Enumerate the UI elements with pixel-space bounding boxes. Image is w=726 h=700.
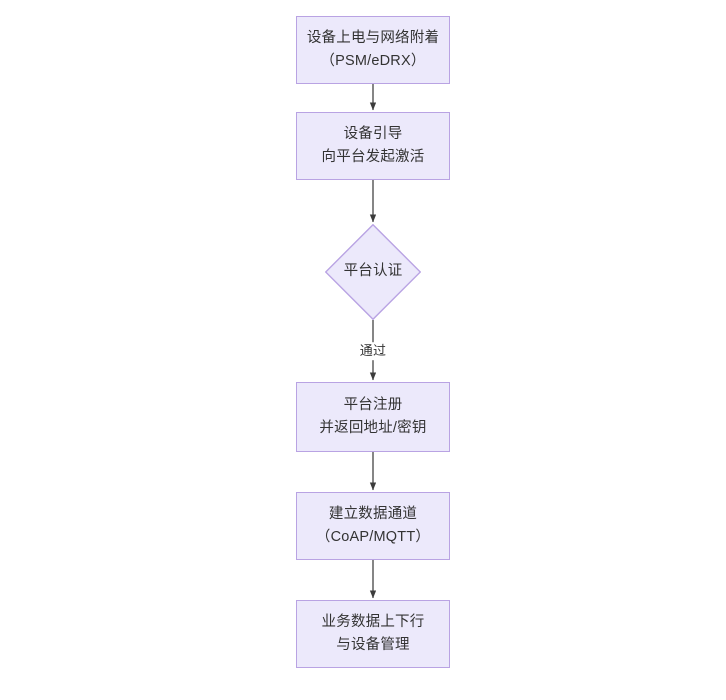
- node-platform-auth-label: 平台认证: [343, 263, 403, 280]
- node-platform-register[interactable]: 平台注册 并返回地址/密钥: [296, 382, 450, 452]
- node-service-data[interactable]: 业务数据上下行 与设备管理: [296, 600, 450, 668]
- node-bootstrap[interactable]: 设备引导 向平台发起激活: [296, 112, 450, 180]
- node-platform-register-line-1: 平台注册: [343, 396, 403, 413]
- node-data-channel[interactable]: 建立数据通道 （CoAP/MQTT）: [296, 492, 450, 560]
- node-platform-auth[interactable]: 平台认证: [325, 224, 421, 320]
- node-service-data-line-1: 业务数据上下行: [321, 613, 425, 630]
- node-power-on[interactable]: 设备上电与网络附着 （PSM/eDRX）: [296, 16, 450, 84]
- node-bootstrap-line-1: 设备引导: [343, 125, 403, 142]
- node-platform-register-line-2: 并返回地址/密钥: [319, 420, 427, 436]
- node-data-channel-line-1: 建立数据通道: [328, 505, 418, 522]
- node-bootstrap-line-2: 向平台发起激活: [321, 149, 425, 165]
- diamond-shape-icon: [325, 224, 421, 320]
- node-data-channel-line-2: （CoAP/MQTT）: [315, 529, 431, 545]
- node-service-data-line-2: 与设备管理: [336, 637, 410, 653]
- node-power-on-line-2: （PSM/eDRX）: [320, 53, 426, 69]
- node-power-on-line-1: 设备上电与网络附着: [306, 29, 440, 46]
- edge-label-pass: 通过: [356, 342, 390, 360]
